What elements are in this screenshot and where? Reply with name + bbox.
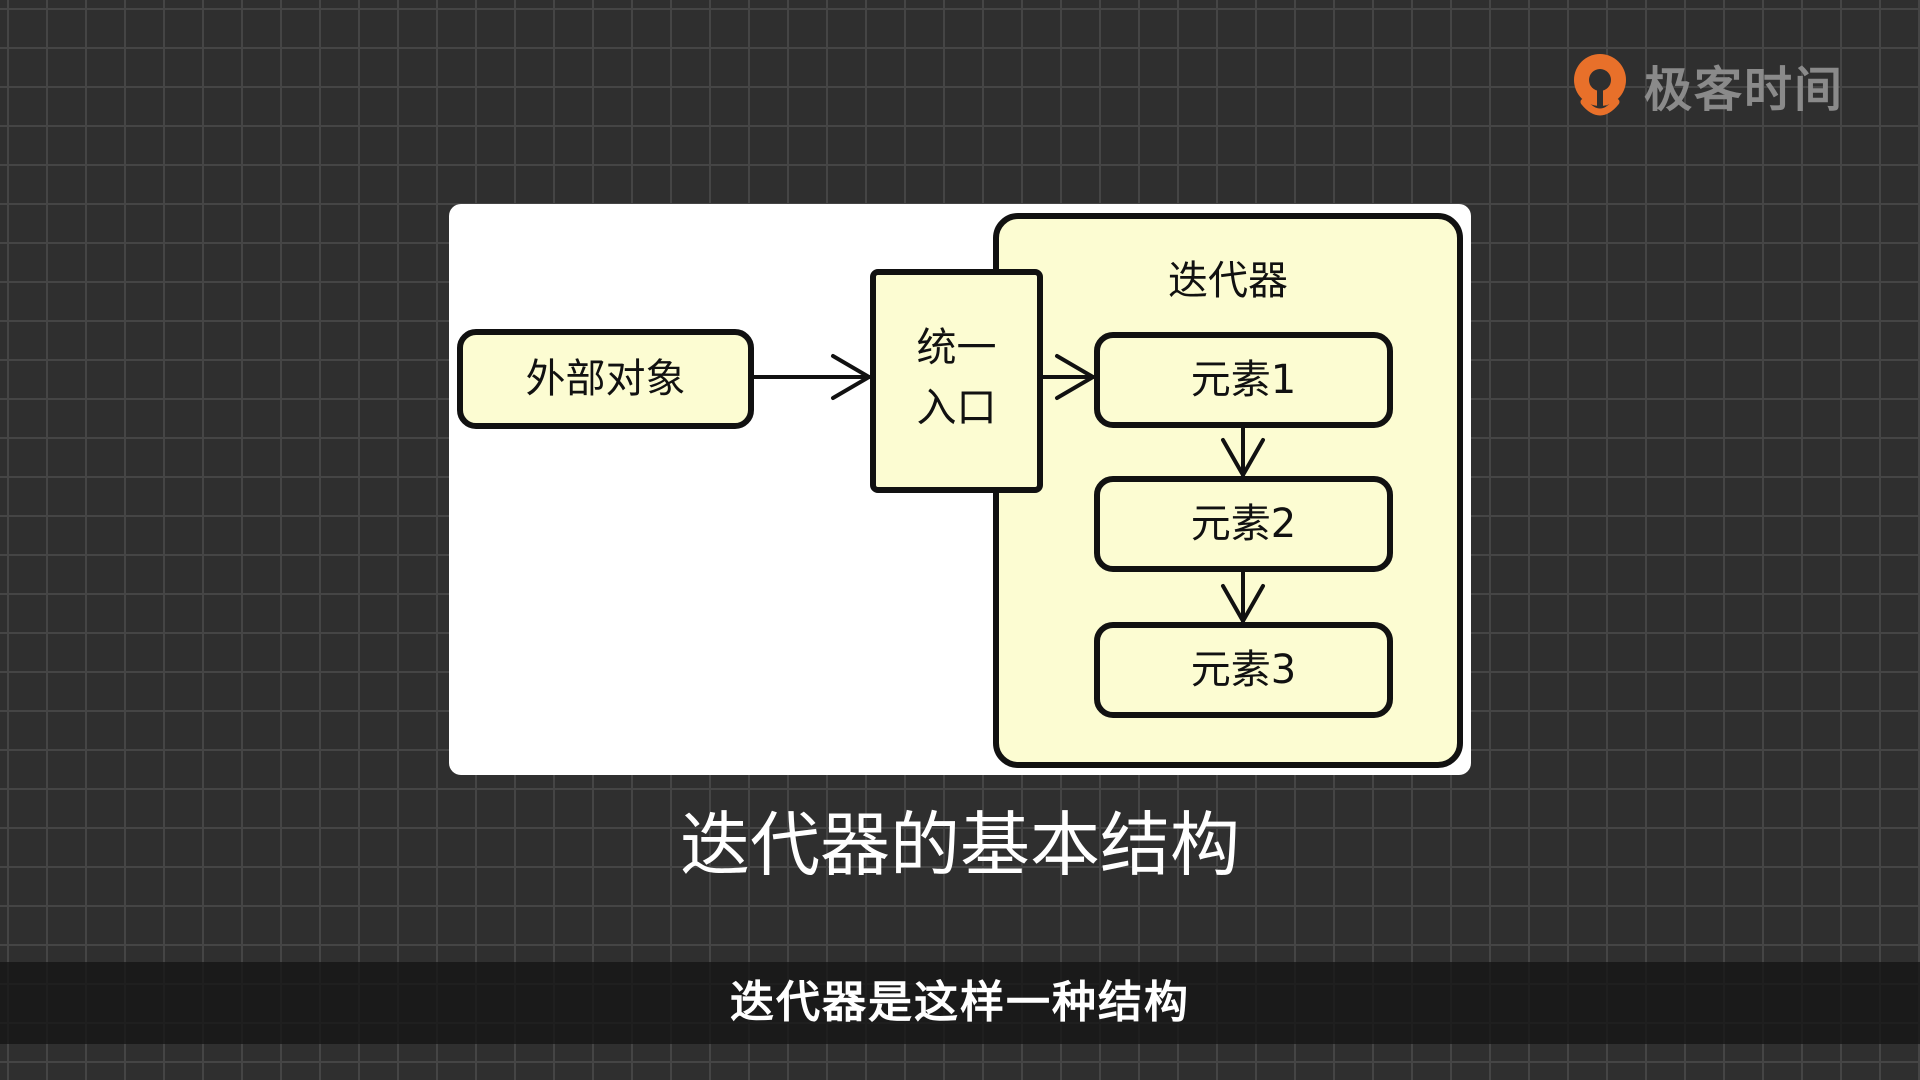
element-2-label: 元素2 xyxy=(1190,501,1297,547)
logo-text: 极客时间 xyxy=(1644,62,1845,118)
geektime-logo: 极客时间 xyxy=(1570,48,1860,122)
element-1-label: 元素1 xyxy=(1190,357,1297,403)
arrow-element-1-to-2 xyxy=(1221,423,1265,480)
unified-entry-box xyxy=(870,269,1043,493)
element-3-box xyxy=(1094,622,1393,718)
iterator-container-label: 迭代器 xyxy=(1168,258,1288,304)
diagram-panel: 迭代器 外部对象 统一 入口 元素1 元素2 元素3 xyxy=(449,204,1471,775)
arrow-element-2-to-3 xyxy=(1221,567,1265,626)
arrow-external-to-entry xyxy=(749,354,873,400)
subtitle-bar xyxy=(0,962,1920,1044)
unified-entry-label-line1: 统一 xyxy=(916,325,997,371)
iterator-diagram xyxy=(457,213,1463,768)
unified-entry-label-line2: 入口 xyxy=(916,385,997,431)
geektime-logo-icon xyxy=(1574,54,1626,116)
element-3-label: 元素3 xyxy=(1190,647,1297,693)
external-object-label: 外部对象 xyxy=(525,356,686,402)
arrow-entry-to-element-1 xyxy=(1038,354,1097,400)
subtitle-text: 迭代器是这样一种结构 xyxy=(730,977,1190,1028)
diagram-caption: 迭代器的基本结构 xyxy=(680,804,1240,886)
